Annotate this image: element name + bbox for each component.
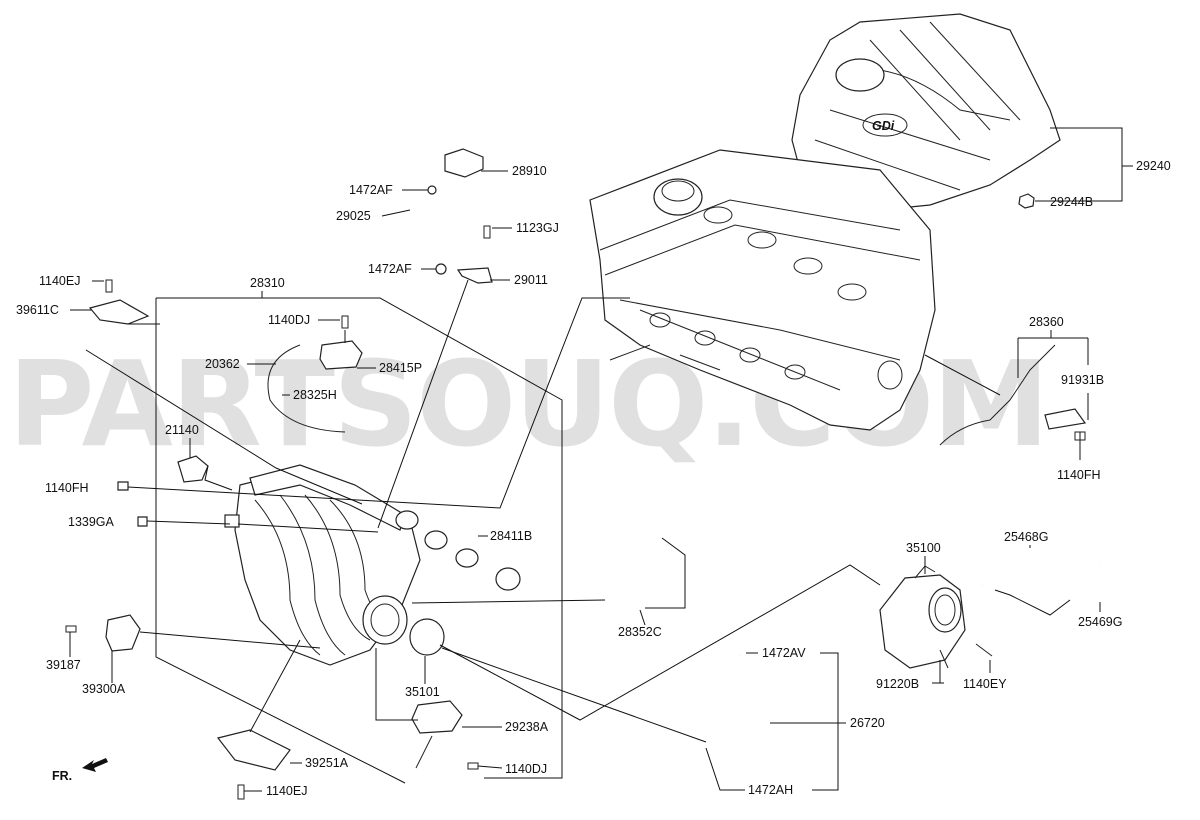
label-29240: 29240	[1136, 159, 1171, 173]
label-29025: 29025	[336, 209, 371, 223]
part-labels: 28910 1472AF 29025 1123GJ 1472AF 29011 1…	[16, 159, 1171, 798]
label-25469g: 25469G	[1078, 615, 1122, 629]
label-28910: 28910	[512, 164, 547, 178]
label-29238a: 29238A	[505, 720, 549, 734]
bracket-39251a	[216, 729, 291, 771]
label-20362: 20362	[205, 357, 240, 371]
cover-grommet	[1018, 193, 1035, 209]
fitting-21140	[177, 455, 209, 483]
intake-manifold	[224, 464, 421, 666]
label-1140dj-lower: 1140DJ	[505, 762, 547, 776]
label-1472av: 1472AV	[762, 646, 806, 660]
label-39300a: 39300A	[82, 682, 126, 696]
label-39611c: 39611C	[16, 303, 59, 317]
label-1472af-upper: 1472AF	[349, 183, 393, 197]
front-arrow-icon	[82, 758, 108, 772]
front-label: FR.	[52, 769, 72, 783]
label-1140fh-left: 1140FH	[45, 481, 89, 495]
label-25468g: 25468G	[1004, 530, 1048, 544]
bracket-29011	[456, 267, 493, 284]
pcv-valve	[444, 148, 484, 178]
label-28310: 28310	[250, 276, 285, 290]
label-1123gj: 1123GJ	[516, 221, 559, 235]
solenoid-28415p	[319, 340, 363, 370]
label-39187: 39187	[46, 658, 81, 672]
label-28411b: 28411B	[490, 529, 532, 543]
throttle-body	[879, 565, 966, 669]
pipe-28360	[939, 344, 1056, 446]
label-1472af-lower: 1472AF	[368, 262, 412, 276]
label-29011: 29011	[514, 273, 548, 287]
engine-cover: GDi	[791, 13, 1061, 211]
label-28415p: 28415P	[379, 361, 422, 375]
label-1339ga: 1339GA	[68, 515, 115, 529]
label-29244b: 29244B	[1050, 195, 1093, 209]
label-1140fh-right: 1140FH	[1057, 468, 1101, 482]
throttle-gasket	[409, 618, 445, 656]
actuator-29238a	[411, 700, 463, 734]
label-1140dj-upper: 1140DJ	[268, 313, 310, 327]
label-39251a: 39251A	[305, 756, 349, 770]
label-1140ej-top: 1140EJ	[39, 274, 80, 288]
label-26720: 26720	[850, 716, 885, 730]
gasket-set	[395, 510, 521, 591]
label-21140: 21140	[165, 423, 199, 437]
label-35100: 35100	[906, 541, 941, 555]
vacuum-hose	[267, 344, 346, 433]
label-28352c: 28352C	[618, 625, 662, 639]
label-1140ey: 1140EY	[963, 677, 1007, 691]
label-91220b: 91220B	[876, 677, 919, 691]
label-35101: 35101	[405, 685, 440, 699]
leader-lines	[69, 127, 1133, 792]
label-28360: 28360	[1029, 315, 1064, 329]
map-sensor	[105, 614, 141, 652]
bracket-39611c	[88, 299, 150, 325]
cover-logo: GDi	[872, 119, 895, 133]
cylinder-head	[589, 149, 936, 431]
label-91931b: 91931B	[1061, 373, 1104, 387]
label-1472ah: 1472AH	[748, 783, 793, 797]
label-28325h: 28325H	[293, 388, 337, 402]
label-1140ej-bottom: 1140EJ	[266, 784, 307, 798]
front-marker: FR.	[52, 758, 108, 783]
